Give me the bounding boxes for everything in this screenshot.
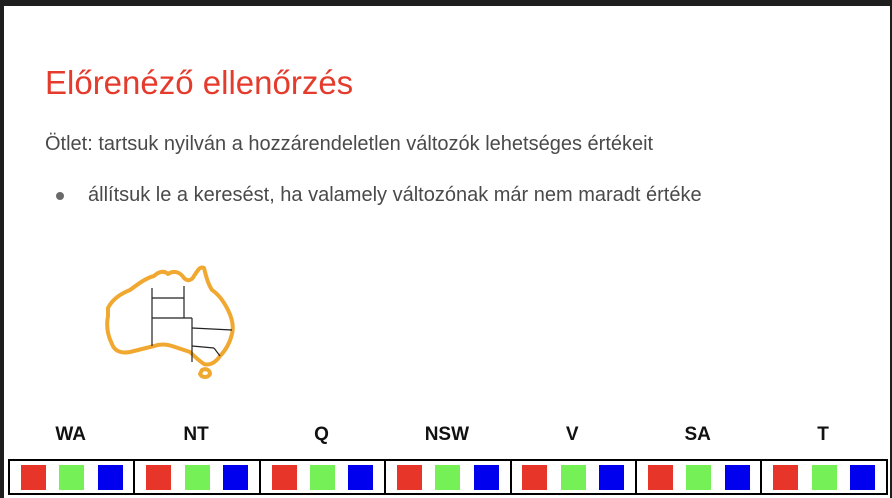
domain-cell-v [509, 459, 637, 495]
domain-red-square [20, 464, 46, 490]
domain-green-square [184, 464, 210, 490]
domain-blue-square [849, 464, 875, 490]
domain-cell-wa [8, 459, 136, 495]
slide-title: Előrenéző ellenőrzés [45, 64, 354, 101]
bullet-dot-icon [56, 191, 64, 200]
domain-red-square [146, 464, 172, 490]
domain-red-square [396, 464, 422, 490]
domain-blue-square [97, 464, 123, 490]
bullet-text: állítsuk le a keresést, ha valamely vált… [88, 184, 702, 206]
domain-cell-t [760, 459, 888, 495]
domain-cell-nsw [384, 459, 512, 495]
bullet-item: állítsuk le a keresést, ha valamely vált… [56, 184, 702, 207]
domain-cell-nt [133, 459, 261, 495]
domain-blue-square [724, 464, 750, 490]
slide-body-text: Ötlet: tartsuk nyilván a hozzárendeletle… [45, 133, 654, 155]
domain-cell-q [258, 459, 387, 495]
domain-blue-square [223, 464, 249, 490]
domain-red-square [647, 464, 673, 490]
domain-green-square [686, 464, 712, 490]
domain-green-square [309, 464, 335, 490]
variable-label-sa: SA [684, 424, 711, 445]
domain-red-square [522, 464, 548, 490]
variable-label-t: T [817, 424, 829, 445]
domain-green-square [59, 464, 85, 490]
domain-row [8, 459, 888, 498]
australia-map-icon [105, 265, 235, 379]
variable-label-q: Q [314, 424, 329, 445]
variable-label-wa: WA [55, 424, 86, 445]
domain-green-square [435, 464, 461, 490]
domain-green-square [560, 464, 586, 490]
variable-labels: WA NT Q NSW V SA T [8, 424, 886, 446]
domain-blue-square [348, 464, 374, 490]
domain-cell-sa [634, 459, 763, 495]
variable-label-nsw: NSW [424, 424, 470, 445]
slide: Előrenéző ellenőrzés Ötlet: tartsuk nyil… [4, 6, 890, 498]
variable-label-nt: NT [183, 424, 209, 445]
domain-blue-square [599, 464, 625, 490]
domain-red-square [271, 464, 297, 490]
domain-green-square [811, 464, 837, 490]
domain-blue-square [473, 464, 499, 490]
variable-label-v: V [565, 424, 579, 445]
domain-red-square [773, 464, 799, 490]
